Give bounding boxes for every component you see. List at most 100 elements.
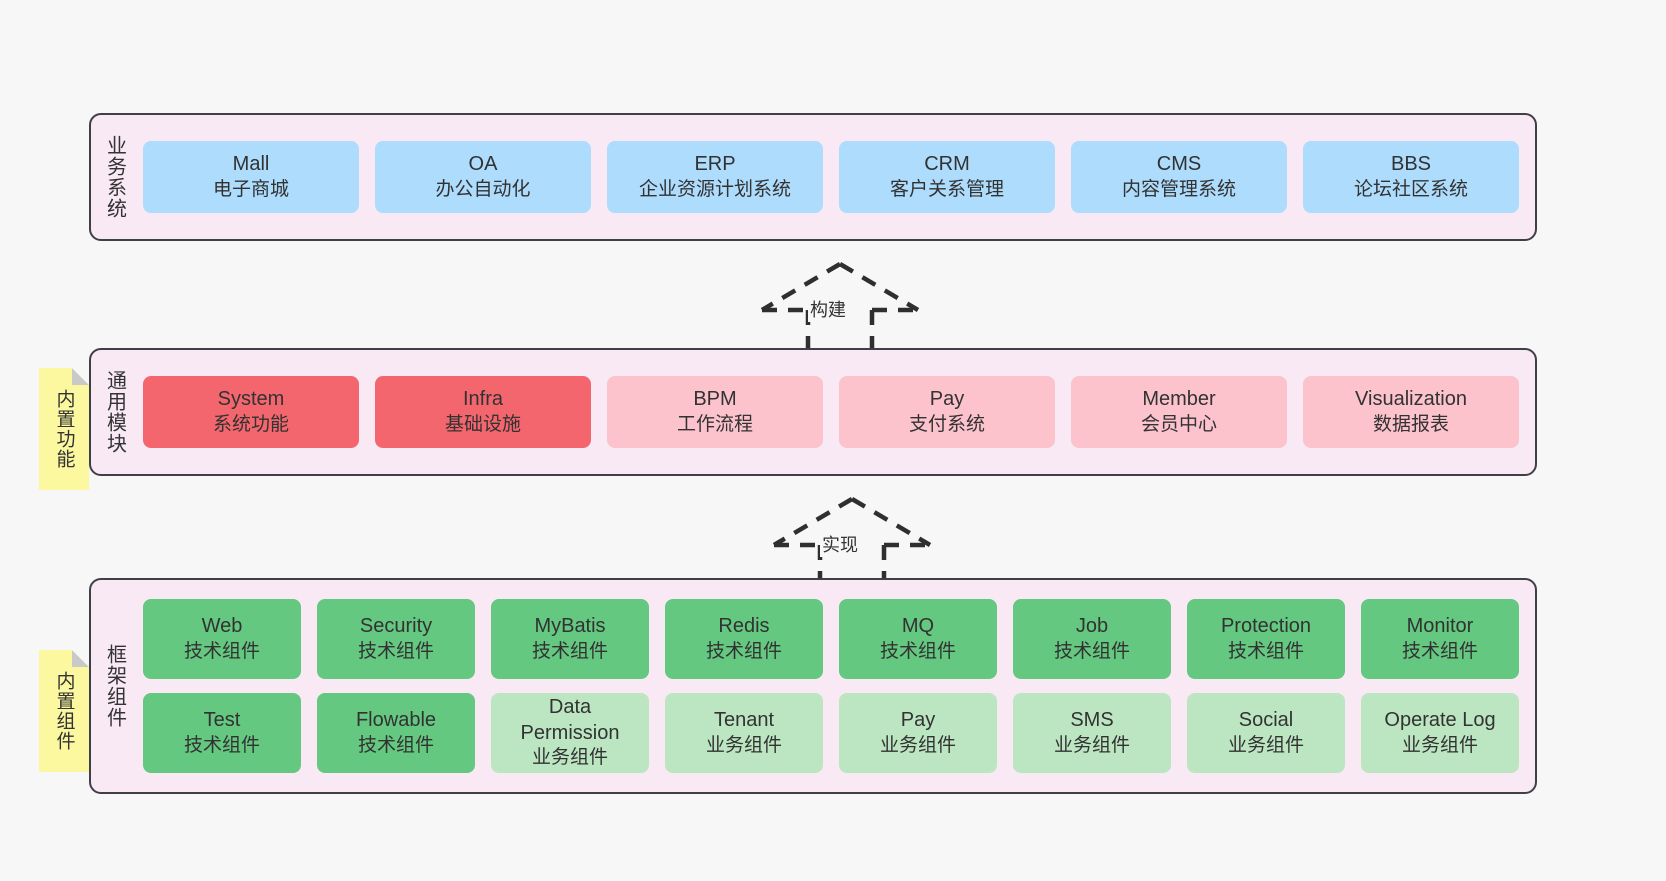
layer-body-business-systems: Mall 电子商城 OA 办公自动化 ERP 企业资源计划系统 CRM 客户关系… — [137, 115, 1535, 239]
card-mall[interactable]: Mall 电子商城 — [143, 141, 359, 213]
card-title: System — [217, 388, 285, 411]
connector-build-label: 构建 — [808, 296, 848, 322]
card-subtitle: 基础设施 — [444, 413, 521, 435]
card-subtitle: 技术组件 — [357, 734, 434, 756]
card-title: MQ — [901, 615, 935, 638]
card-subtitle: 工作流程 — [676, 413, 753, 435]
card-subtitle: 数据报表 — [1372, 413, 1449, 435]
card-subtitle: 技术组件 — [357, 640, 434, 662]
card-oa[interactable]: OA 办公自动化 — [375, 141, 591, 213]
card-subtitle: 技术组件 — [1227, 640, 1304, 662]
card-title: Monitor — [1406, 615, 1474, 638]
card-operate-log[interactable]: Operate Log 业务组件 — [1361, 693, 1519, 773]
card-row: Web 技术组件 Security 技术组件 MyBatis 技术组件 Redi… — [143, 599, 1519, 679]
layer-caption-common-modules: 通用模块 — [103, 370, 126, 454]
card-protection[interactable]: Protection 技术组件 — [1187, 599, 1345, 679]
sticky-note-builtin-features: 内置功能 — [39, 368, 89, 490]
card-row: System 系统功能 Infra 基础设施 BPM 工作流程 Pay 支付系统… — [143, 376, 1519, 448]
card-title: OA — [468, 153, 498, 176]
card-subtitle: 办公自动化 — [435, 178, 531, 200]
card-subtitle: 会员中心 — [1140, 413, 1217, 435]
card-title: Tenant — [713, 709, 775, 732]
card-bpm[interactable]: BPM 工作流程 — [607, 376, 823, 448]
card-security[interactable]: Security 技术组件 — [317, 599, 475, 679]
card-title: Mall — [232, 153, 270, 176]
card-title: Redis — [718, 615, 770, 638]
card-title: Web — [201, 615, 243, 638]
card-subtitle: 技术组件 — [531, 640, 608, 662]
layer-body-framework-components: Web 技术组件 Security 技术组件 MyBatis 技术组件 Redi… — [137, 580, 1535, 792]
card-title: Social — [1238, 709, 1294, 732]
card-title: Pay — [900, 709, 936, 732]
card-subtitle: 系统功能 — [212, 413, 289, 435]
card-title: ERP — [694, 153, 736, 176]
card-subtitle: 技术组件 — [183, 734, 260, 756]
connector-implement-label: 实现 — [820, 531, 860, 557]
card-pay-module[interactable]: Pay 支付系统 — [839, 376, 1055, 448]
card-data-permission[interactable]: Data Permission 业务组件 — [491, 693, 649, 773]
card-row: Test 技术组件 Flowable 技术组件 Data Permission … — [143, 693, 1519, 773]
layer-body-common-modules: System 系统功能 Infra 基础设施 BPM 工作流程 Pay 支付系统… — [137, 350, 1535, 474]
card-title: Operate Log — [1384, 709, 1496, 732]
card-test[interactable]: Test 技术组件 — [143, 693, 301, 773]
card-web[interactable]: Web 技术组件 — [143, 599, 301, 679]
card-subtitle: 客户关系管理 — [889, 178, 1004, 200]
card-title: Flowable — [355, 709, 437, 732]
card-monitor[interactable]: Monitor 技术组件 — [1361, 599, 1519, 679]
card-subtitle: 业务组件 — [705, 734, 782, 756]
card-subtitle: 业务组件 — [531, 747, 608, 769]
card-title: MyBatis — [534, 615, 606, 638]
card-sms[interactable]: SMS 业务组件 — [1013, 693, 1171, 773]
card-row: Mall 电子商城 OA 办公自动化 ERP 企业资源计划系统 CRM 客户关系… — [143, 141, 1519, 213]
card-redis[interactable]: Redis 技术组件 — [665, 599, 823, 679]
card-flowable[interactable]: Flowable 技术组件 — [317, 693, 475, 773]
card-mq[interactable]: MQ 技术组件 — [839, 599, 997, 679]
card-title: Protection — [1220, 615, 1312, 638]
card-tenant[interactable]: Tenant 业务组件 — [665, 693, 823, 773]
layer-caption-business-systems: 业务系统 — [103, 135, 126, 219]
card-bbs[interactable]: BBS 论坛社区系统 — [1303, 141, 1519, 213]
layer-common-modules: 通用模块 System 系统功能 Infra 基础设施 BPM 工作流程 Pay… — [89, 348, 1537, 476]
card-title: Infra — [462, 388, 504, 411]
arrowhead-right-edge — [838, 262, 920, 312]
card-pay-component[interactable]: Pay 业务组件 — [839, 693, 997, 773]
arrowhead-right-edge — [850, 497, 932, 547]
card-title: Member — [1142, 388, 1216, 411]
card-title: Pay — [929, 388, 965, 411]
card-visualization[interactable]: Visualization 数据报表 — [1303, 376, 1519, 448]
card-title: CRM — [924, 153, 970, 176]
card-subtitle: 技术组件 — [705, 640, 782, 662]
card-subtitle: 企业资源计划系统 — [638, 178, 791, 200]
card-title: Job — [1075, 615, 1109, 638]
card-title: Test — [203, 709, 241, 732]
card-subtitle: 技术组件 — [879, 640, 956, 662]
card-subtitle: 业务组件 — [1053, 734, 1130, 756]
card-title: CMS — [1156, 153, 1202, 176]
card-subtitle: 支付系统 — [908, 413, 985, 435]
layer-framework-components: 框架组件 Web 技术组件 Security 技术组件 MyBatis 技术组件… — [89, 578, 1537, 794]
card-cms[interactable]: CMS 内容管理系统 — [1071, 141, 1287, 213]
card-mybatis[interactable]: MyBatis 技术组件 — [491, 599, 649, 679]
card-erp[interactable]: ERP 企业资源计划系统 — [607, 141, 823, 213]
card-member[interactable]: Member 会员中心 — [1071, 376, 1287, 448]
sticky-note-builtin-components: 内置组件 — [39, 650, 89, 772]
card-title: BPM — [693, 388, 737, 411]
card-subtitle: 业务组件 — [879, 734, 956, 756]
sticky-note-label: 内置组件 — [53, 671, 75, 751]
card-job[interactable]: Job 技术组件 — [1013, 599, 1171, 679]
card-subtitle: 业务组件 — [1401, 734, 1478, 756]
card-social[interactable]: Social 业务组件 — [1187, 693, 1345, 773]
connector-build: 构建 — [760, 262, 920, 352]
card-title: SMS — [1070, 709, 1114, 732]
card-subtitle: 技术组件 — [1401, 640, 1478, 662]
layer-business-systems: 业务系统 Mall 电子商城 OA 办公自动化 ERP 企业资源计划系统 CRM… — [89, 113, 1537, 241]
card-system[interactable]: System 系统功能 — [143, 376, 359, 448]
card-title: Visualization — [1355, 388, 1467, 411]
card-crm[interactable]: CRM 客户关系管理 — [839, 141, 1055, 213]
card-title: Security — [359, 615, 433, 638]
card-infra[interactable]: Infra 基础设施 — [375, 376, 591, 448]
card-title: BBS — [1390, 153, 1432, 176]
card-subtitle: 技术组件 — [1053, 640, 1130, 662]
card-subtitle: 业务组件 — [1227, 734, 1304, 756]
